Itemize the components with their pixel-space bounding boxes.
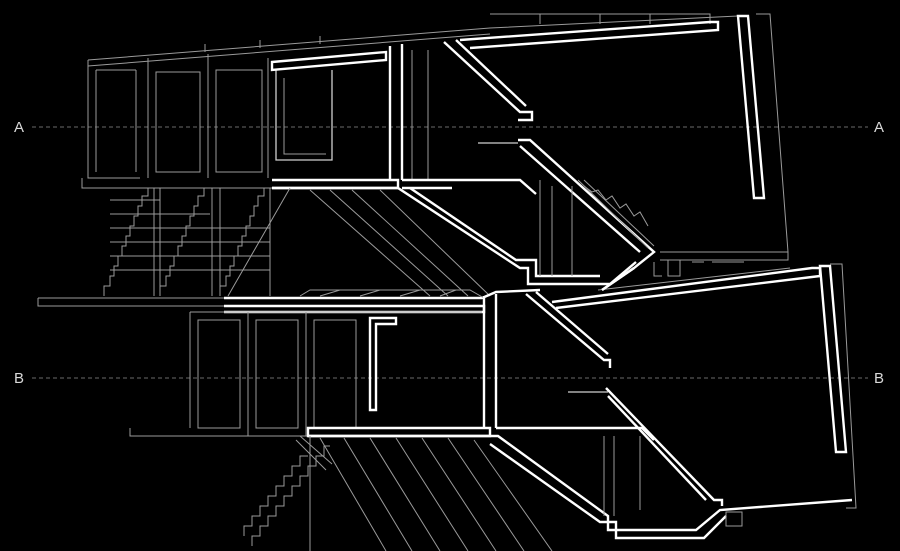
lower-exterior-stairs	[243, 435, 553, 551]
upper-exterior-stairs	[103, 187, 491, 297]
section-label-a-left: A	[14, 119, 25, 136]
section-cut-lines	[32, 126, 868, 379]
section-label-a-right: A	[874, 119, 885, 136]
section-label-b-left: B	[14, 370, 25, 387]
lower-volume	[37, 263, 857, 540]
upper-volume	[81, 13, 791, 291]
section-label-b-right: B	[874, 370, 885, 387]
